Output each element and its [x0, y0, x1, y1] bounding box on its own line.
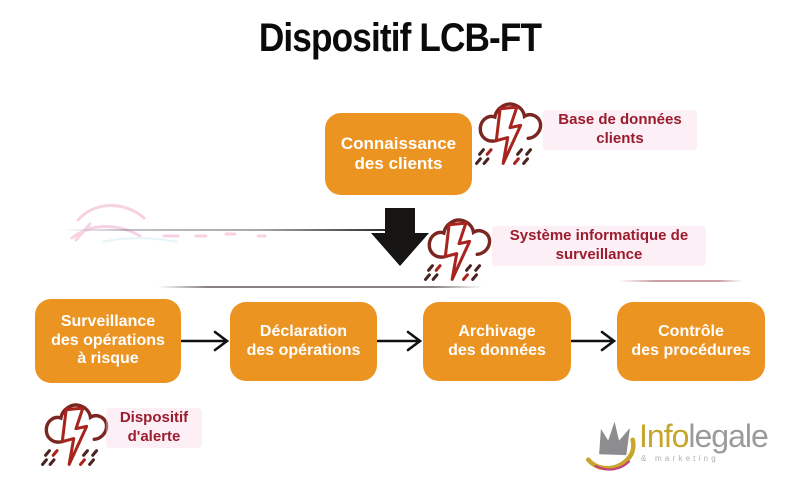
right-arrow-icon — [571, 330, 617, 352]
box-controle-procedures: Contrôle des procédures — [617, 302, 765, 381]
label-dispositif-alerte: Dispositif d'alerte — [106, 408, 202, 448]
box-declaration-operations: Déclaration des opérations — [230, 302, 377, 381]
right-arrow-icon — [181, 330, 230, 352]
storm-cloud-lightning-icon — [38, 395, 114, 473]
storm-cloud-lightning-icon — [472, 94, 548, 172]
down-arrow-icon — [371, 208, 429, 266]
infolegale-logo-icon — [585, 421, 636, 471]
logo-word-legale: legale — [688, 418, 768, 454]
page-title: Dispositif LCB-FT — [258, 16, 542, 60]
box-surveillance-operations: Surveillance des opérations à risque — [35, 299, 181, 383]
right-arrow-icon — [377, 330, 423, 352]
artifact-line — [65, 229, 387, 231]
infolegale-logo: Infolegale & marketing — [583, 416, 783, 480]
label-systeme-informatique: Système informatique de surveillance — [492, 226, 706, 266]
storm-cloud-lightning-icon — [421, 210, 497, 288]
logo-tagline: & marketing — [641, 454, 719, 463]
artifact-line — [618, 280, 743, 282]
label-base-de-donnees: Base de données clients — [543, 110, 697, 150]
box-archivage-donnees: Archivage des données — [423, 302, 571, 381]
artifact-line — [158, 286, 483, 288]
logo-wordmark: Infolegale — [639, 418, 769, 454]
ghost-artifact — [70, 204, 267, 243]
box-connaissance-clients: Connaissance des clients — [325, 113, 472, 195]
logo-word-info: Info — [639, 418, 689, 454]
